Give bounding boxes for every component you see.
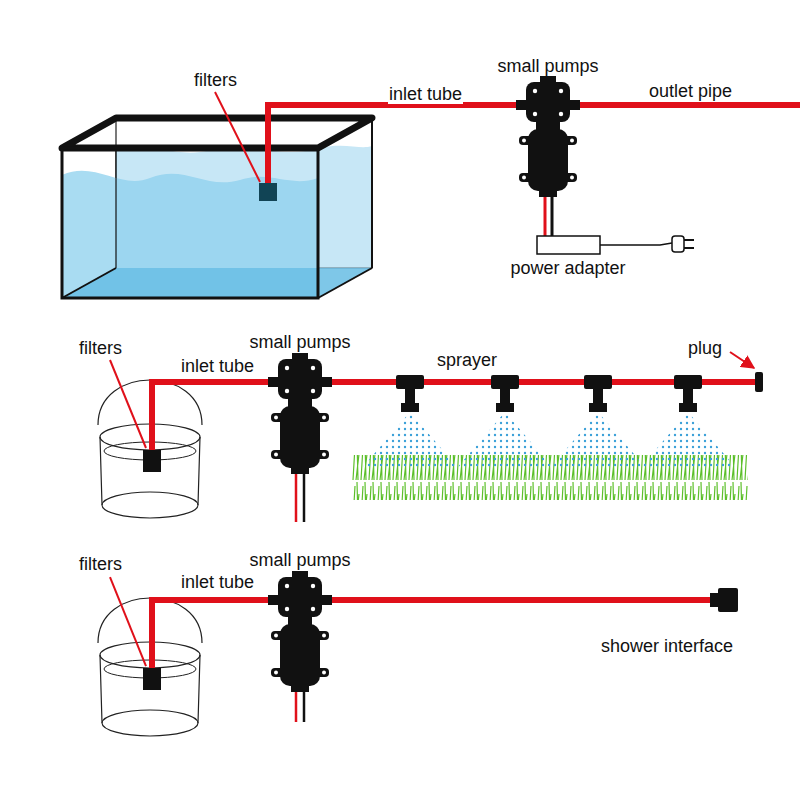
part-label: small pumps [248, 550, 351, 570]
part-label: filters [193, 70, 238, 90]
part-label: shower interface [600, 636, 734, 656]
part-label: sprayer [436, 350, 498, 370]
part-label: outlet pipe [648, 81, 733, 101]
part-label: inlet tube [388, 84, 463, 104]
part-label: filters [78, 554, 123, 574]
part-label: filters [78, 338, 123, 358]
part-label: inlet tube [180, 572, 255, 592]
part-label: inlet tube [180, 356, 255, 376]
part-label: small pumps [496, 56, 599, 76]
part-label: power adapter [509, 258, 626, 278]
part-label: small pumps [248, 332, 351, 352]
part-label: plug [687, 338, 723, 358]
